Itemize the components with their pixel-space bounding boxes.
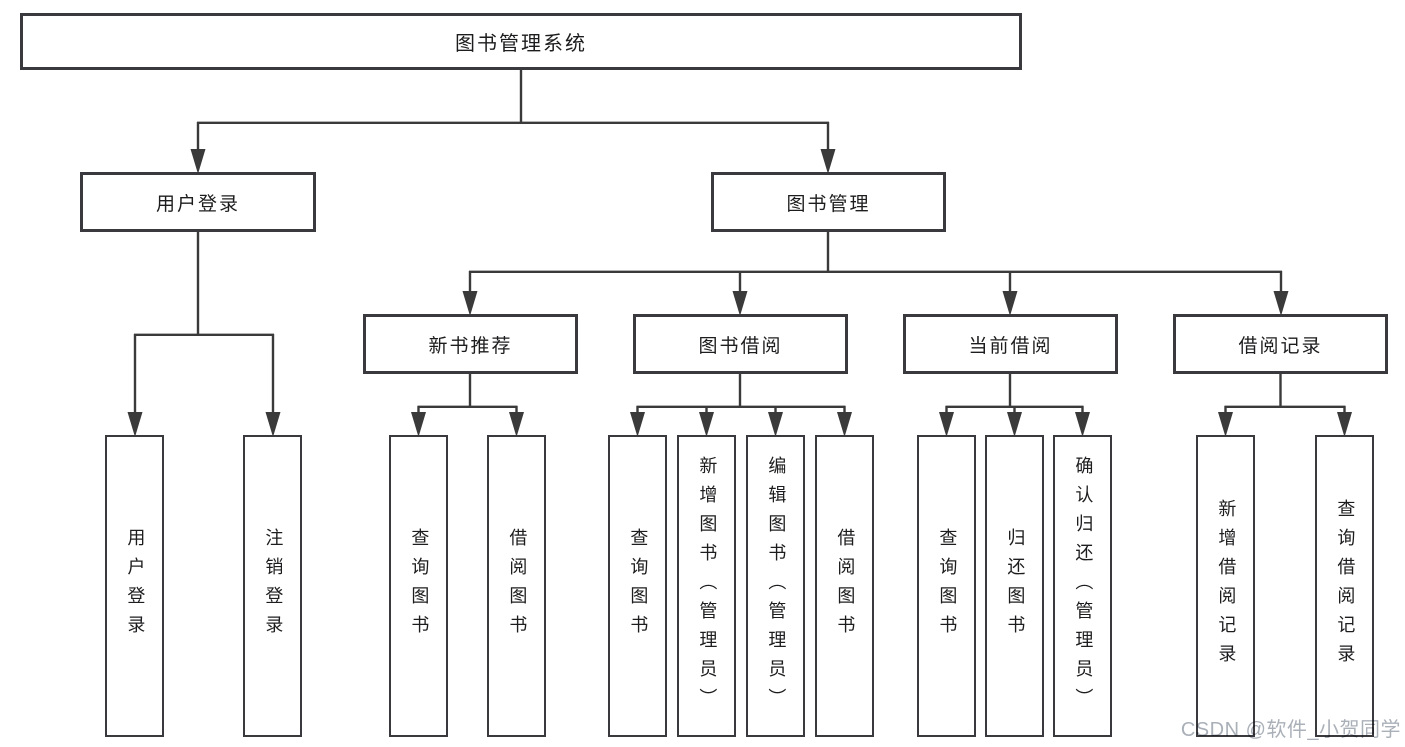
csdn-watermark: CSDN @软件_小贺同学 bbox=[1180, 719, 1401, 741]
arrow-down-icon bbox=[1218, 412, 1233, 437]
leaf-query-books-recommend: 查询图书 bbox=[389, 435, 448, 737]
node-label: 新书推荐 bbox=[428, 335, 513, 357]
leaf-query-borrow-record: 查询借阅记录 bbox=[1315, 435, 1374, 737]
arrow-down-icon bbox=[630, 412, 645, 437]
leaf-user-login: 用户登录 bbox=[105, 435, 164, 737]
arrow-down-icon bbox=[768, 412, 783, 437]
leaf-confirm-return-admin: 确认归还（管理员） bbox=[1053, 435, 1112, 737]
node-user-login: 用户登录 bbox=[80, 172, 316, 232]
node-label: 用户登录 bbox=[125, 528, 146, 644]
leaf-logout: 注销登录 bbox=[243, 435, 302, 737]
node-label: 新增图书（管理员） bbox=[697, 455, 718, 717]
connector-userlogin-to-leaves bbox=[133, 232, 275, 414]
leaf-borrow-books-recommend: 借阅图书 bbox=[487, 435, 546, 737]
node-current-borrowing: 当前借阅 bbox=[903, 314, 1118, 374]
connector-bookmgmt-to-level3 bbox=[468, 232, 1283, 294]
connector-borrowing-to-leaves bbox=[636, 374, 846, 414]
arrow-down-icon bbox=[265, 412, 281, 437]
node-label: 查询图书 bbox=[628, 528, 649, 644]
connector-records-to-leaves bbox=[1224, 374, 1346, 414]
arrow-down-icon bbox=[1273, 291, 1289, 316]
connector-newbook-to-leaves bbox=[417, 374, 518, 414]
arrow-down-icon bbox=[732, 291, 748, 316]
arrow-down-icon bbox=[1075, 412, 1090, 437]
node-label: 查询借阅记录 bbox=[1335, 499, 1356, 673]
node-root-book-management-system: 图书管理系统 bbox=[20, 13, 1022, 70]
node-label: 图书管理系统 bbox=[455, 33, 587, 55]
leaf-return-books: 归还图书 bbox=[985, 435, 1044, 737]
node-label: 当前借阅 bbox=[968, 335, 1053, 357]
node-label: 图书管理 bbox=[786, 193, 871, 215]
leaf-query-books-current: 查询图书 bbox=[917, 435, 976, 737]
leaf-add-books-admin: 新增图书（管理员） bbox=[677, 435, 736, 737]
arrow-down-icon bbox=[190, 149, 206, 174]
node-label: 查询图书 bbox=[409, 528, 430, 644]
arrow-down-icon bbox=[820, 149, 836, 174]
leaf-edit-books-admin: 编辑图书（管理员） bbox=[746, 435, 805, 737]
node-borrowing-records: 借阅记录 bbox=[1173, 314, 1388, 374]
node-label: 查询图书 bbox=[937, 528, 958, 644]
leaf-query-books-borrowing: 查询图书 bbox=[608, 435, 667, 737]
node-label: 确认归还（管理员） bbox=[1073, 455, 1094, 717]
arrow-down-icon bbox=[127, 412, 143, 437]
connector-root-to-level2 bbox=[196, 70, 830, 152]
node-label: 借阅图书 bbox=[507, 528, 528, 644]
arrow-down-icon bbox=[411, 412, 426, 437]
node-label: 图书借阅 bbox=[698, 335, 783, 357]
node-label: 借阅图书 bbox=[835, 528, 856, 644]
arrow-down-icon bbox=[1007, 412, 1022, 437]
arrow-down-icon bbox=[509, 412, 524, 437]
connector-current-to-leaves bbox=[945, 374, 1084, 414]
arrow-down-icon bbox=[1002, 291, 1018, 316]
node-label: 借阅记录 bbox=[1238, 335, 1323, 357]
arrow-down-icon bbox=[939, 412, 954, 437]
node-new-book-recommendation: 新书推荐 bbox=[363, 314, 578, 374]
node-label: 用户登录 bbox=[155, 193, 240, 215]
node-label: 新增借阅记录 bbox=[1216, 499, 1237, 673]
node-label: 归还图书 bbox=[1005, 528, 1026, 644]
arrow-down-icon bbox=[1337, 412, 1352, 437]
arrow-down-icon bbox=[699, 412, 714, 437]
leaf-borrow-books-borrowing: 借阅图书 bbox=[815, 435, 874, 737]
arrowheads bbox=[127, 149, 1352, 437]
arrow-down-icon bbox=[837, 412, 852, 437]
node-book-management: 图书管理 bbox=[711, 172, 946, 232]
leaf-add-borrow-record: 新增借阅记录 bbox=[1196, 435, 1255, 737]
node-label: 注销登录 bbox=[263, 528, 284, 644]
node-label: 编辑图书（管理员） bbox=[766, 455, 787, 717]
arrow-down-icon bbox=[462, 291, 478, 316]
node-book-borrowing: 图书借阅 bbox=[633, 314, 848, 374]
